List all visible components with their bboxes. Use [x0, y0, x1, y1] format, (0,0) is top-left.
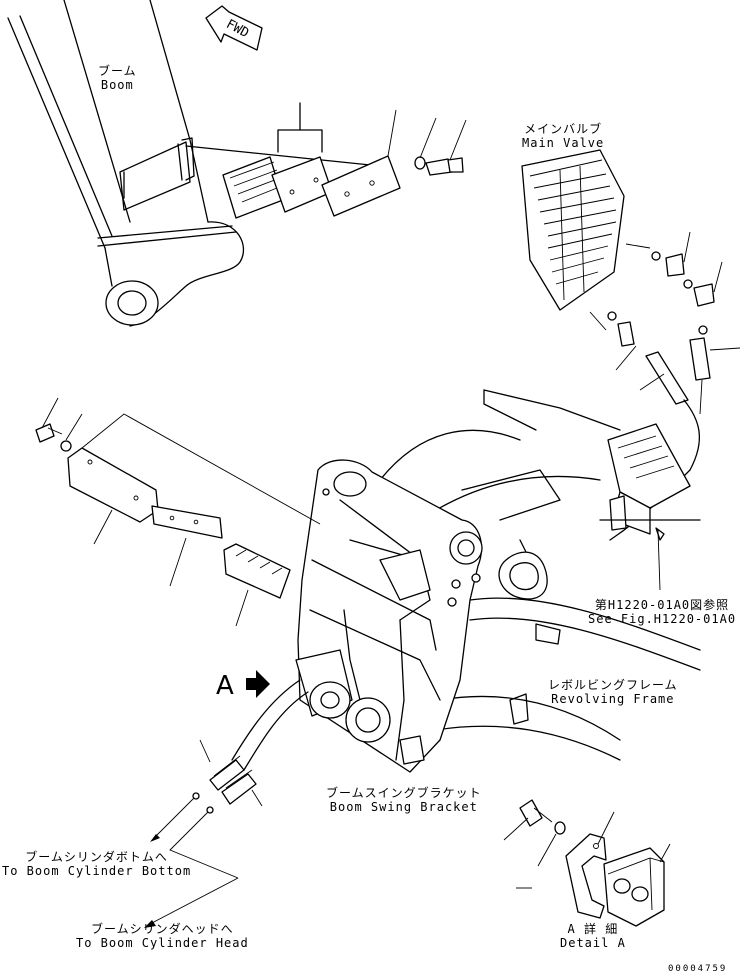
detail-a-label-en: Detail A — [560, 936, 626, 950]
view-a-marker: A — [216, 671, 234, 701]
revolving-frame-label-jp: レボルビングフレーム — [548, 678, 678, 692]
revolving-frame-label-en: Revolving Frame — [551, 692, 675, 706]
boom-swing-bracket-label-jp: ブームスイングブラケット — [326, 786, 482, 800]
to-cylinder-bottom-label: ブームシリンダボトムへ To Boom Cylinder Bottom — [2, 850, 191, 878]
boom-label-en: Boom — [100, 78, 134, 92]
boom-swing-bracket-drawing — [295, 459, 483, 773]
fwd-arrow-icon: FWD — [205, 5, 263, 51]
detail-a-label-jp: A 詳 細 — [567, 922, 619, 936]
cylinder-hoses-drawing — [144, 679, 309, 928]
revolving-frame-label: レボルビングフレーム Revolving Frame — [548, 678, 678, 706]
to-cylinder-head-label: ブームシリンダヘッドへ To Boom Cylinder Head — [76, 922, 249, 950]
to-cylinder-bottom-label-jp: ブームシリンダボトムへ — [25, 850, 168, 864]
revolving-frame-drawing — [379, 389, 701, 761]
detail-a-drawing — [503, 799, 671, 927]
to-cylinder-head-label-jp: ブームシリンダヘッドへ — [91, 922, 234, 936]
boom-label-jp: ブーム — [98, 64, 137, 78]
see-fig-reference: 第H1220-01A0図参照 See Fig.H1220-01A0 — [588, 598, 736, 626]
drawing-number: 00004759 — [668, 964, 728, 974]
control-block-drawing — [607, 423, 691, 591]
boom-plate-parts — [222, 102, 467, 219]
boom-swing-bracket-label-en: Boom Swing Bracket — [329, 800, 478, 814]
detail-a-label: A 詳 細 Detail A — [560, 922, 626, 950]
main-valve-label-en: Main Valve — [522, 136, 605, 150]
boom-swing-bracket-label: ブームスイングブラケット Boom Swing Bracket — [326, 786, 482, 814]
view-a-arrow-icon — [246, 670, 270, 698]
see-fig-label-en: See Fig.H1220-01A0 — [588, 612, 737, 626]
main-valve-drawing — [521, 149, 741, 415]
bracket-plate-parts — [35, 397, 321, 627]
boom-label: ブーム Boom — [98, 64, 137, 92]
see-fig-label-jp: 第H1220-01A0図参照 — [594, 598, 730, 612]
main-valve-label: メインバルブ Main Valve — [522, 122, 604, 150]
to-cylinder-bottom-label-en: To Boom Cylinder Bottom — [2, 864, 192, 878]
main-valve-label-jp: メインバルブ — [524, 122, 603, 136]
to-cylinder-head-label-en: To Boom Cylinder Head — [76, 936, 249, 950]
boom-drawing — [7, 0, 381, 327]
